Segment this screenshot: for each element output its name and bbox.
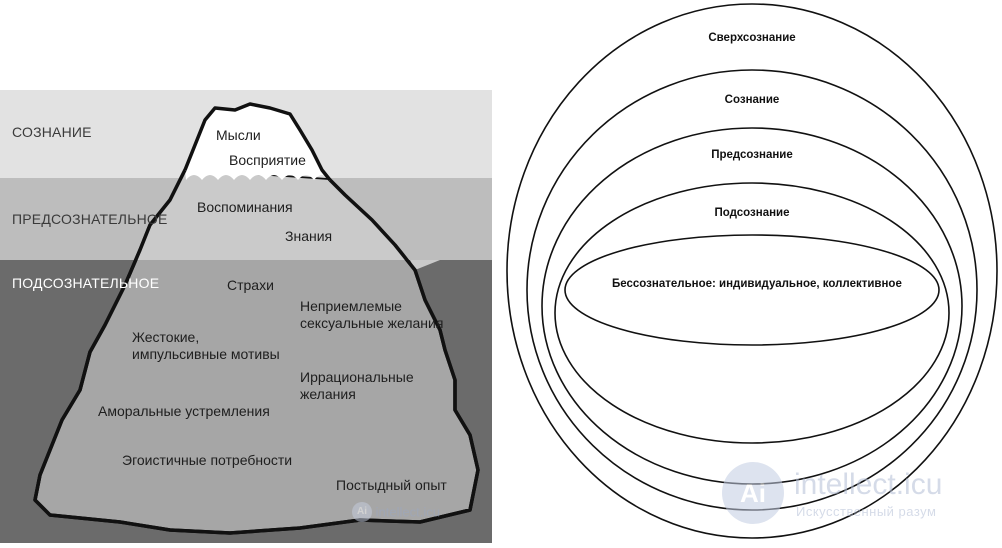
ellipse-preconscious	[541, 127, 963, 485]
label-unconscious: Бессознательное: индивидуальное, коллект…	[612, 278, 902, 290]
iceberg-tip-outline	[183, 102, 332, 182]
label-conscious: Сознание	[724, 94, 780, 106]
item-knowledge: Знания	[285, 228, 333, 244]
zone-label-conscious: СОЗНАНИЕ	[12, 124, 92, 140]
item-unacceptable-desires: Неприемлемые сексуальные желания	[300, 298, 444, 331]
zone-label-preconscious: ПРЕДСОЗНАТЕЛЬНОЕ	[12, 211, 168, 227]
watermark-logo-icon: Ai	[352, 502, 372, 522]
item-memories: Воспоминания	[197, 199, 293, 215]
ellipse-unconscious	[564, 234, 940, 346]
item-cruel-motives: Жестокие, импульсивные мотивы	[132, 329, 280, 362]
ellipse-superconscious	[506, 3, 998, 539]
label-superconscious: Сверхсознание	[708, 32, 796, 44]
iceberg-diagram: СОЗНАНИЕ ПРЕДСОЗНАТЕЛЬНОЕ ПОДСОЗНАТЕЛЬНО…	[0, 90, 492, 543]
item-selfish-needs: Эгоистичные потребности	[122, 452, 293, 468]
ellipses-graphic	[506, 3, 998, 539]
watermark-logo-icon: Ai	[722, 462, 784, 524]
item-amoral-aspirations: Аморальные устремления	[98, 403, 270, 419]
ellipse-subconscious	[554, 182, 950, 444]
site-watermark: Ai intellect.icu Искусственный разум	[722, 462, 992, 532]
watermark-site: intellect.icu	[794, 468, 943, 501]
item-shameful-experience: Постыдный опыт	[336, 477, 447, 493]
label-subconscious: Подсознание	[714, 207, 790, 219]
iceberg-graphic	[0, 90, 492, 543]
watermark-tagline: Искусственный разум	[796, 504, 937, 519]
iceberg-watermark: Ai intellect.icu	[352, 502, 440, 522]
label-preconscious: Предсознание	[711, 149, 793, 161]
item-perception: Восприятие	[229, 152, 306, 168]
iceberg-mid	[135, 170, 440, 270]
item-thoughts: Мысли	[216, 127, 261, 143]
item-fears: Страхи	[227, 277, 274, 293]
item-irrational-desires: Иррациональные желания	[300, 369, 414, 402]
iceberg-outline	[33, 169, 480, 535]
zone-label-subconscious: ПОДСОЗНАТЕЛЬНОЕ	[12, 275, 160, 291]
iceberg-watermark-text: intellect.icu	[375, 504, 440, 520]
ellipses-diagram: Сверхсознание Сознание Предсознание Подс…	[500, 0, 1002, 543]
